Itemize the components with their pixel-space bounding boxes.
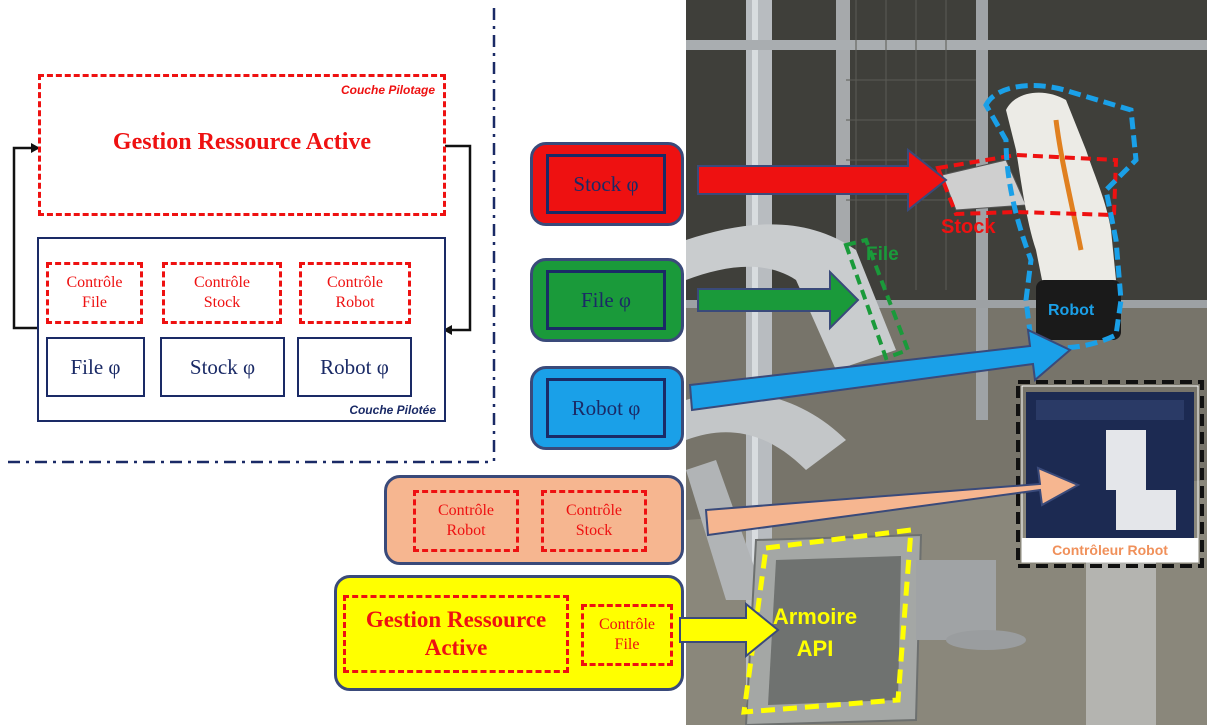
robot-box-outer: Robot φ (530, 366, 684, 450)
feedback-arrow-right (445, 144, 472, 332)
robot-highlight (983, 83, 1139, 351)
file-arrow (697, 269, 860, 331)
orange-controls-box: Contrôle Robot Contrôle Stock (384, 475, 684, 565)
yellow-box: Gestion Ressource Active Contrôle File (334, 575, 684, 691)
label-robot: Robot (1048, 302, 1095, 319)
cabinet-arrow (679, 601, 780, 659)
cabinet-highlight (741, 527, 914, 715)
resource-robot: Robot φ (297, 337, 412, 397)
stock-arrow (697, 147, 948, 213)
stock-box: Stock φ (546, 154, 666, 214)
feedback-arrow-left (12, 146, 38, 330)
control-stock: Contrôle Stock (162, 262, 282, 324)
workcell-photo: Stock File Robot Contrôleur Robot Armoir… (686, 0, 1207, 725)
label-controller: Contrôleur Robot (1022, 538, 1198, 562)
label-stock: Stock (941, 216, 996, 238)
workcell-photo-drawing (686, 0, 1207, 725)
file-box: File φ (546, 270, 666, 330)
separator-lines (8, 8, 496, 464)
yellow-control-file: Contrôle File (581, 604, 673, 666)
controller-highlight (1016, 380, 1204, 568)
label-file: File (866, 244, 899, 265)
resource-file: File φ (46, 337, 145, 397)
stock-box-outer: Stock φ (530, 142, 684, 226)
orange-control-stock: Contrôle Stock (541, 490, 647, 552)
photo-highlights (741, 83, 1204, 715)
controller-arrow (704, 466, 1081, 537)
control-file: Contrôle File (46, 262, 143, 324)
piloted-layer-label: Couche Pilotée (349, 403, 436, 417)
piloting-layer-label: Couche Pilotage (340, 83, 435, 97)
label-cabinet: Armoire API (772, 604, 858, 661)
active-resource-title: Gestion Ressource Active (112, 129, 372, 155)
robot-arrow (688, 328, 1072, 412)
orange-control-robot: Contrôle Robot (413, 490, 519, 552)
stock-highlight (935, 152, 1119, 218)
file-box-outer: File φ (530, 258, 684, 342)
piloting-layer-box: Couche Pilotage Gestion Ressource Active (38, 74, 446, 216)
file-highlight (843, 237, 911, 361)
yellow-title: Gestion Ressource Active (343, 595, 569, 673)
resource-stock: Stock φ (160, 337, 285, 397)
robot-box: Robot φ (546, 378, 666, 438)
control-robot: Contrôle Robot (299, 262, 411, 324)
